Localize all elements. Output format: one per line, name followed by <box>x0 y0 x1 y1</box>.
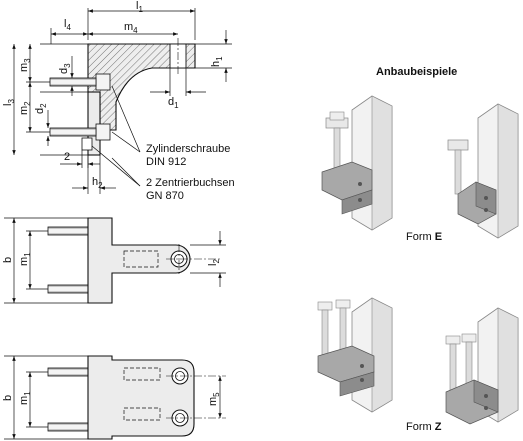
svg-text:l2: l2 <box>207 259 221 266</box>
dim-l2-label: l <box>207 264 219 266</box>
svg-text:d2: d2 <box>34 103 48 114</box>
dim-d1-label: d <box>168 96 174 108</box>
screw-callout-line1: Zylinderschraube <box>146 143 230 155</box>
form-e-caption: Form E <box>406 231 442 243</box>
svg-text:d3: d3 <box>58 63 72 74</box>
example-form-e-right <box>447 103 519 239</box>
svg-text:h1: h1 <box>210 56 224 67</box>
example-form-z-left <box>317 297 393 413</box>
examples-heading: Anbaubeispiele <box>376 66 457 78</box>
dim-h2-label: h <box>92 176 98 188</box>
svg-text:l4: l4 <box>64 18 71 32</box>
side-section-view: l1 l4 m4 m3 d3 h1 d1 l3 m2 <box>2 0 232 194</box>
dim-m2-label: m <box>18 106 30 115</box>
dim-l3-label: l <box>2 104 14 106</box>
dim-b-bottom-label: b <box>2 395 14 401</box>
dim-l1-label: l <box>136 0 138 12</box>
svg-text:m1: m1 <box>18 391 32 405</box>
form-z-caption: Form Z <box>406 421 442 433</box>
svg-text:l3: l3 <box>2 99 16 106</box>
svg-text:d1: d1 <box>168 96 179 110</box>
dim-m5-label: m <box>207 397 219 406</box>
example-form-e-left <box>321 95 393 231</box>
dim-m3-label: m <box>18 63 30 72</box>
svg-text:m2: m2 <box>18 101 32 115</box>
dim-b-top-label: b <box>2 257 14 263</box>
svg-text:m3: m3 <box>18 58 32 72</box>
bracket-outline-form-e <box>87 217 191 304</box>
dim-m1-top-label: m <box>18 257 30 266</box>
dim-2-label: 2 <box>64 151 70 163</box>
svg-text:h2: h2 <box>92 176 103 190</box>
screw-callout-line2: DIN 912 <box>146 156 186 168</box>
dim-d3-label: d <box>58 68 70 74</box>
svg-text:l1: l1 <box>136 0 143 14</box>
dim-d2-label: d <box>34 108 46 114</box>
cylinder-screw-lower <box>49 123 111 141</box>
dim-m1-bottom-label: m <box>18 396 30 405</box>
example-form-z-right <box>445 307 519 425</box>
svg-text:m4: m4 <box>124 21 138 35</box>
svg-text:m5: m5 <box>207 392 221 406</box>
dim-m4-label: m <box>124 21 133 33</box>
plan-view-form-e: b m1 l2 <box>2 217 226 304</box>
bushing-callout-line2: GN 870 <box>146 190 184 202</box>
bushing-callout-line1: 2 Zentrierbuchsen <box>146 177 235 189</box>
plan-view-form-z: b m1 m5 <box>2 355 226 440</box>
cylinder-screw-upper <box>49 73 111 91</box>
dim-l4-label: l <box>64 18 66 30</box>
dim-h1-label: h <box>210 61 222 67</box>
centering-bushing <box>81 137 93 151</box>
svg-text:m1: m1 <box>18 252 32 266</box>
